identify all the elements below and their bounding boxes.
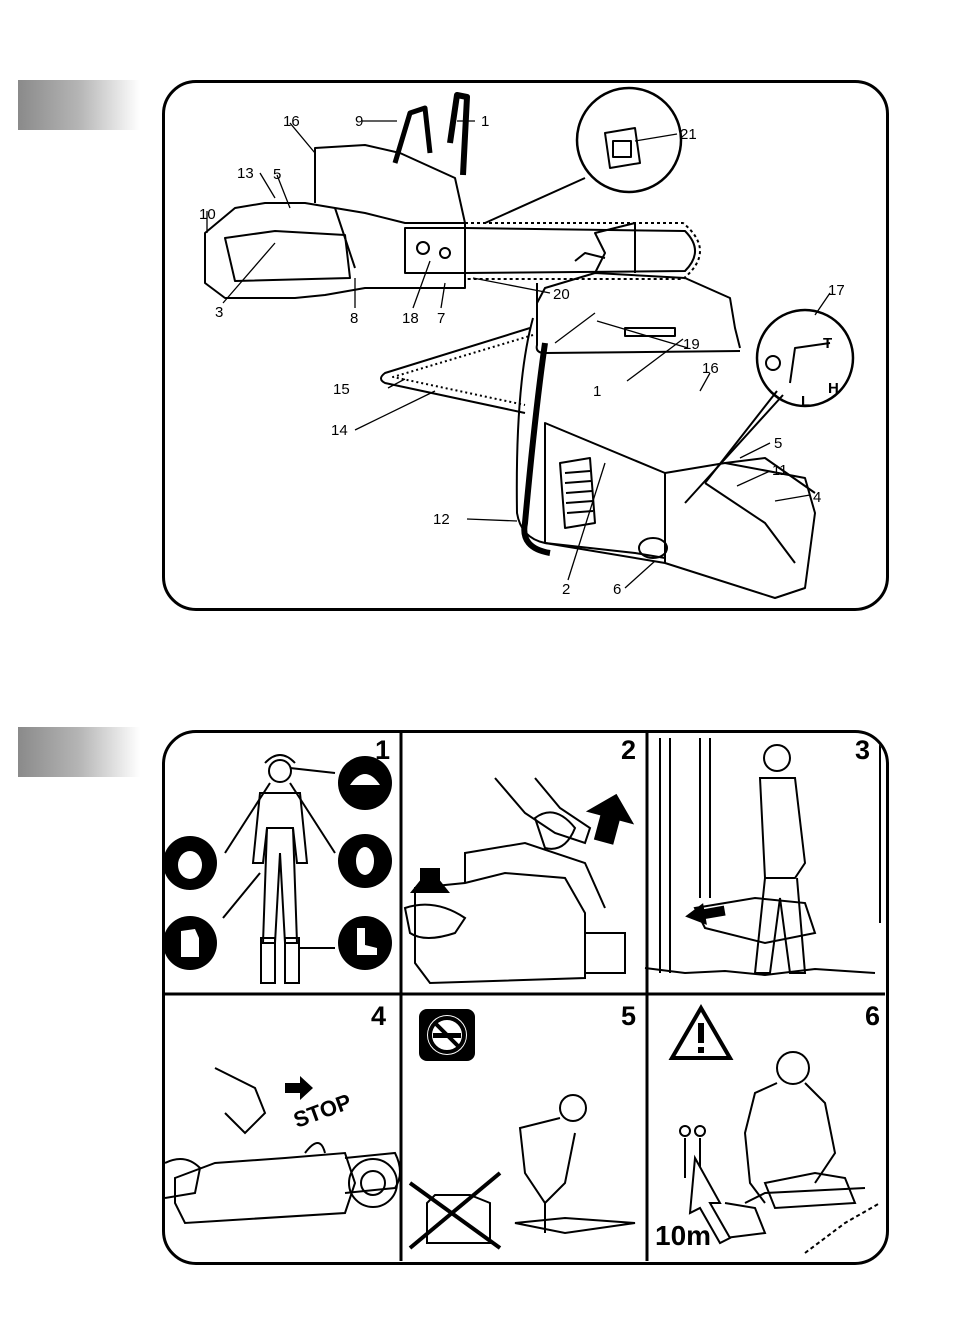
callout-3: 3: [215, 304, 223, 321]
panel-6-keep-distance: 10m 6: [655, 1001, 880, 1253]
callout-5-lower: 5: [774, 435, 782, 452]
callout-1-lower: 1: [593, 383, 601, 400]
callout-1-top: 1: [481, 113, 489, 130]
detail-inset-chain-adjuster: [485, 88, 681, 223]
callout-4: 4: [813, 489, 821, 506]
panel-5-number: 5: [621, 1001, 636, 1031]
callout-20: 20: [553, 286, 570, 303]
stop-label: STOP: [290, 1089, 354, 1133]
chainsaw-parts-illustration: 1 1 2 3 4 5 5 6 7 8 9 10 11 12 13 14 15 …: [165, 83, 885, 607]
callout-19: 19: [683, 336, 700, 353]
panel-3-number: 3: [855, 735, 870, 765]
callout-16-lower: 16: [702, 360, 719, 377]
callout-9: 9: [355, 113, 363, 130]
panel-1-protective-gear: 1: [165, 735, 392, 983]
chainsaw-perspective-view: [381, 223, 815, 598]
callout-8: 8: [350, 310, 358, 327]
callout-6: 6: [613, 581, 621, 598]
safety-panels-illustration: 1 2: [165, 733, 885, 1261]
panel-4-number: 4: [371, 1001, 386, 1031]
callout-15: 15: [333, 381, 350, 398]
chainsaw-side-view: [205, 95, 700, 298]
panel-2-starting: 2: [405, 735, 641, 983]
callout-17: 17: [828, 282, 845, 299]
screw-label-t: T: [823, 335, 832, 352]
callout-2: 2: [562, 581, 570, 598]
callout-18: 18: [402, 310, 419, 327]
figure-2-safety-panels: 1 2: [162, 730, 889, 1265]
section-tab-figure-1: [18, 80, 140, 130]
panel-4-chain-brake: STOP 4: [165, 1001, 400, 1223]
panel-3-carrying: 3: [645, 735, 880, 975]
callout-21: 21: [680, 126, 697, 143]
callout-12: 12: [433, 511, 450, 528]
panel-6-number: 6: [865, 1001, 880, 1031]
callout-11: 11: [772, 462, 788, 479]
section-tab-figure-2: [18, 727, 140, 777]
callout-13: 13: [237, 165, 254, 182]
panel-2-number: 2: [621, 735, 636, 765]
panel-1-number: 1: [375, 735, 390, 765]
callout-5-top: 5: [273, 166, 281, 183]
figure-1-chainsaw-parts: 1 1 2 3 4 5 5 6 7 8 9 10 11 12 13 14 15 …: [162, 80, 889, 611]
callout-14: 14: [331, 422, 348, 439]
panel-5-no-smoking: 5: [410, 1001, 636, 1248]
screw-label-h: H: [828, 380, 839, 397]
callout-7: 7: [437, 310, 445, 327]
callout-16-top: 16: [283, 113, 300, 130]
callout-10: 10: [199, 206, 216, 223]
distance-label: 10m: [655, 1220, 711, 1251]
screw-label-l: L: [801, 393, 810, 410]
